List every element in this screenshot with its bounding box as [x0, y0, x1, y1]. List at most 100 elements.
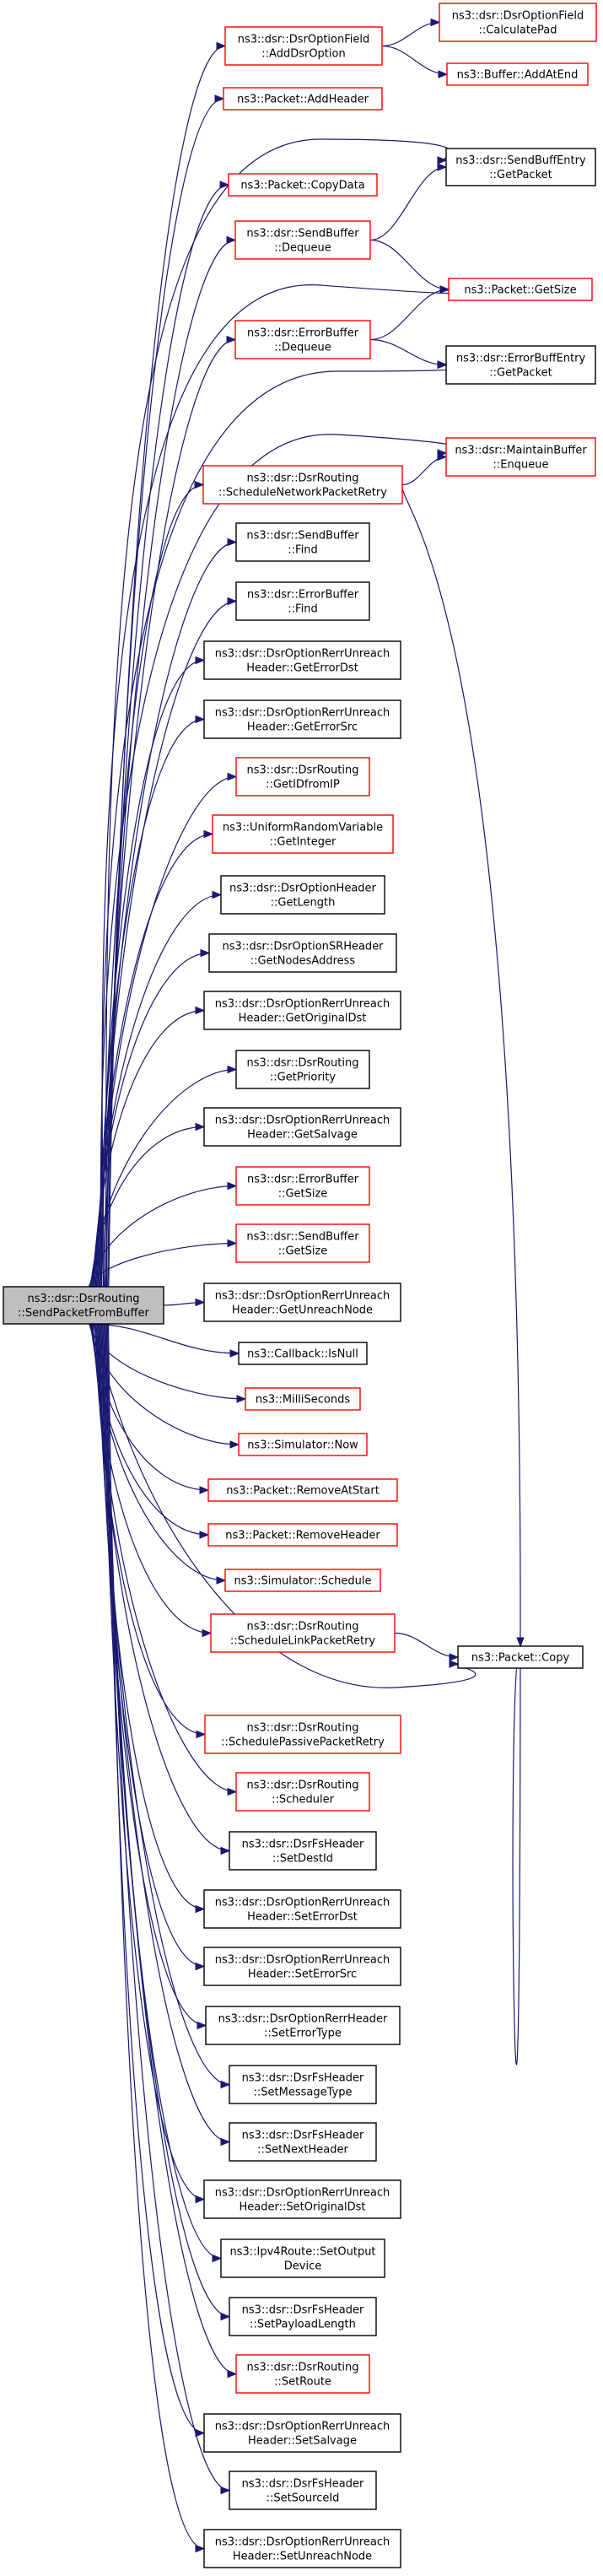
node-GetOriginalDst[interactable]: ns3::dsr::DsrOptionRerrUnreachHeader::Ge…: [203, 991, 401, 1030]
node-Now[interactable]: ns3::Simulator::Now: [238, 1433, 368, 1456]
node-IsNull[interactable]: ns3::Callback::IsNull: [238, 1342, 368, 1365]
node-GetErrorDst[interactable]: ns3::dsr::DsrOptionRerrUnreachHeader::Ge…: [203, 640, 401, 680]
edge-root-to-GetSalvage: [89, 1126, 205, 1288]
node-label-line: ::Dequeue: [274, 342, 331, 354]
node-label-line: ::SetSourceId: [267, 2492, 340, 2505]
node-box: [235, 1050, 370, 1089]
node-SB_GetSize[interactable]: ns3::dsr::SendBuffer::GetSize: [235, 1223, 370, 1263]
node-EB_Dequeue[interactable]: ns3::dsr::ErrorBuffer::Dequeue: [234, 320, 371, 359]
node-box: [220, 2238, 385, 2278]
edge-root-to-SetDestId-arrowhead: [220, 1846, 231, 1855]
node-GetLength[interactable]: ns3::dsr::DsrOptionHeader::GetLength: [220, 875, 385, 915]
edge-root-to-SetOutputDevice-arrowhead: [212, 2254, 223, 2263]
node-SetErrorDst[interactable]: ns3::dsr::DsrOptionRerrUnreachHeader::Se…: [203, 1889, 401, 1929]
node-box: [228, 173, 378, 197]
node-SetOriginalDst[interactable]: ns3::dsr::DsrOptionRerrUnreachHeader::Se…: [203, 2179, 401, 2219]
node-RemoveAtStart[interactable]: ns3::Packet::RemoveAtStart: [207, 1478, 398, 1502]
node-label-line: ns3::dsr::DsrFsHeader: [242, 2478, 364, 2491]
edge-root-to-GetErrorSrc-arrowhead: [195, 715, 206, 724]
node-label-line: ::GetIDfromIP: [266, 779, 340, 791]
node-SimSchedule[interactable]: ns3::Simulator::Schedule: [224, 1569, 381, 1592]
node-SchedLinkRetry[interactable]: ns3::dsr::DsrRouting::ScheduleLinkPacket…: [210, 1613, 396, 1653]
node-box: [203, 1283, 401, 1322]
node-label-line: ns3::dsr::DsrOptionField: [238, 34, 369, 46]
node-GetUnreachNode[interactable]: ns3::dsr::DsrOptionRerrUnreachHeader::Ge…: [203, 1283, 401, 1322]
node-label-line: Header::SetSalvage: [248, 2435, 357, 2448]
node-AddAtEnd[interactable]: ns3::Buffer::AddAtEnd: [446, 62, 589, 86]
node-label-line: ns3::UniformRandomVariable: [223, 822, 383, 834]
node-box: [203, 991, 401, 1030]
edge-root-to-Scheduler-arrowhead: [227, 1787, 238, 1796]
node-box: [202, 465, 403, 505]
edge-root-to-GetInteger: [94, 833, 213, 1288]
node-GetIDfromIP[interactable]: ns3::dsr::DsrRouting::GetIDfromIP: [235, 757, 370, 797]
node-GetPriority[interactable]: ns3::dsr::DsrRouting::GetPriority: [235, 1050, 370, 1089]
node-SetErrorSrc[interactable]: ns3::dsr::DsrOptionRerrUnreachHeader::Se…: [203, 1947, 401, 1986]
node-SetPayloadLength[interactable]: ns3::dsr::DsrFsHeader::SetPayloadLength: [229, 2297, 377, 2336]
node-Pkt_GetSize[interactable]: ns3::Packet::GetSize: [448, 278, 593, 301]
node-RemoveHeader[interactable]: ns3::Packet::RemoveHeader: [207, 1523, 398, 1547]
node-AddHeader[interactable]: ns3::Packet::AddHeader: [223, 87, 383, 111]
node-MilliSeconds[interactable]: ns3::MilliSeconds: [245, 1387, 361, 1411]
node-SetSalvage[interactable]: ns3::dsr::DsrOptionRerrUnreachHeader::Se…: [203, 2413, 401, 2453]
node-GetNodesAddress[interactable]: ns3::dsr::DsrOptionSRHeader::GetNodesAdd…: [208, 933, 397, 973]
node-label-line: ns3::dsr::ErrorBuffer: [247, 589, 359, 602]
root-node[interactable]: ns3::dsr::DsrRouting::SendPacketFromBuff…: [3, 1286, 164, 1325]
edge-root-to-SetPayloadLength-arrowhead: [220, 2312, 231, 2321]
node-SetMessageType[interactable]: ns3::dsr::DsrFsHeader::SetMessageType: [229, 2065, 377, 2104]
node-label-line: ns3::dsr::ErrorBuffEntry: [456, 353, 586, 365]
edge-root-to-SimSchedule-arrowhead: [216, 1576, 227, 1585]
node-Pkt_Copy[interactable]: ns3::Packet::Copy: [457, 1645, 584, 1669]
node-box: [223, 87, 383, 111]
node-label-line: ::AddDsrOption: [261, 48, 345, 61]
edge-SchedLinkRetry-to-Pkt_Copy: [394, 1632, 459, 1658]
node-Scheduler[interactable]: ns3::dsr::DsrRouting::Scheduler: [235, 1772, 370, 1812]
edge-root-to-GetPriority: [91, 1068, 237, 1288]
node-GetInteger[interactable]: ns3::UniformRandomVariable::GetInteger: [212, 814, 394, 854]
edge-root-to-GetInteger-arrowhead: [203, 829, 214, 839]
node-label-line: ns3::Callback::IsNull: [247, 1348, 358, 1361]
node-SetSourceId[interactable]: ns3::dsr::DsrFsHeader::SetSourceId: [229, 2471, 377, 2510]
node-CopyData[interactable]: ns3::Packet::CopyData: [228, 173, 378, 197]
node-SetNextHeader[interactable]: ns3::dsr::DsrFsHeader::SetNextHeader: [229, 2122, 377, 2162]
edge-root-to-Now: [89, 1323, 240, 1445]
edge-AddDsrOption-to-AddAtEnd: [381, 45, 448, 75]
node-label-line: ::GetPacket: [489, 367, 552, 380]
edge-root-to-SetOriginalDst-arrowhead: [195, 2195, 206, 2204]
node-box: [446, 62, 589, 86]
node-SB_Dequeue[interactable]: ns3::dsr::SendBuffer::Dequeue: [234, 220, 371, 260]
edge-root-to-IsNull: [89, 1323, 240, 1354]
node-box: [238, 1342, 368, 1365]
node-label-line: ns3::MilliSeconds: [256, 1394, 351, 1407]
node-SchedNetRetry[interactable]: ns3::dsr::DsrRouting::ScheduleNetworkPac…: [202, 465, 403, 505]
node-SBE_GetPacket[interactable]: ns3::dsr::SendBuffEntry::GetPacket: [445, 148, 596, 186]
node-box: [203, 1947, 401, 1986]
node-SetErrorType[interactable]: ns3::dsr::DsrOptionRerrHeader::SetErrorT…: [205, 2006, 401, 2045]
edge-SB_Dequeue-to-SBE_GetPacket: [369, 166, 447, 241]
edge-root-to-SetErrorType: [99, 1323, 207, 2027]
node-SB_Find[interactable]: ns3::dsr::SendBuffer::Find: [235, 522, 370, 562]
node-CalculatePad[interactable]: ns3::dsr::DsrOptionField::CalculatePad: [439, 3, 597, 42]
node-SetRoute[interactable]: ns3::dsr::DsrRouting::SetRoute: [235, 2354, 370, 2394]
node-box: [205, 2006, 401, 2045]
node-label-line: ::SchedulePassivePacketRetry: [221, 1736, 385, 1749]
node-GetErrorSrc[interactable]: ns3::dsr::DsrOptionRerrUnreachHeader::Ge…: [203, 699, 401, 739]
node-SchedPassiveRetry[interactable]: ns3::dsr::DsrRouting::SchedulePassivePac…: [204, 1715, 401, 1754]
node-EBE_GetPacket[interactable]: ns3::dsr::ErrorBuffEntry::GetPacket: [445, 345, 596, 385]
node-MB_Enqueue[interactable]: ns3::dsr::MaintainBuffer::Enqueue: [445, 437, 596, 477]
node-box: [238, 1433, 368, 1456]
node-label-line: ns3::Ipv4Route::SetOutput: [229, 2246, 375, 2259]
node-GetSalvage[interactable]: ns3::dsr::DsrOptionRerrUnreachHeader::Ge…: [203, 1107, 401, 1147]
node-label-line: ns3::dsr::DsrOptionRerrUnreach: [215, 1115, 390, 1127]
node-label-line: ::Enqueue: [493, 459, 549, 472]
edge-root-to-GetErrorDst: [98, 659, 205, 1288]
node-EB_GetSize[interactable]: ns3::dsr::ErrorBuffer::GetSize: [235, 1166, 370, 1206]
node-AddDsrOption[interactable]: ns3::dsr::DsrOptionField::AddDsrOption: [224, 26, 383, 66]
node-EB_Find[interactable]: ns3::dsr::ErrorBuffer::Find: [235, 581, 370, 621]
node-SetDestId[interactable]: ns3::dsr::DsrFsHeader::SetDestId: [229, 1831, 377, 1871]
node-SetUnreachNode[interactable]: ns3::dsr::DsrOptionRerrUnreachHeader::Se…: [203, 2529, 401, 2568]
node-label-line: ::Dequeue: [274, 242, 331, 255]
edge-root-to-SchedPassiveRetry: [94, 1323, 206, 1736]
node-box: [235, 522, 370, 562]
